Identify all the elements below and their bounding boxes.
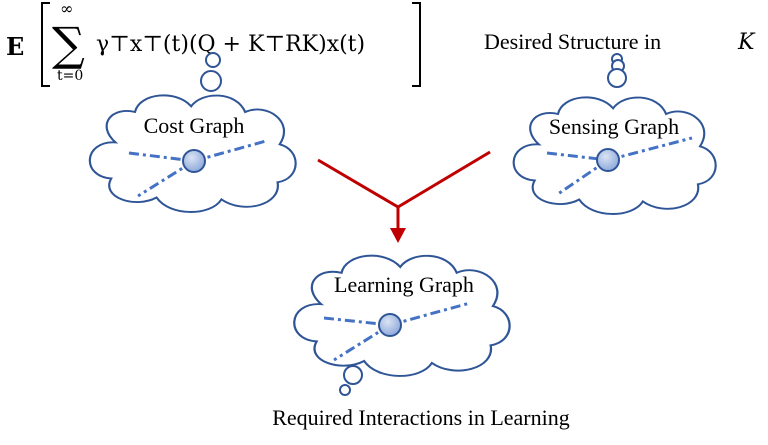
cost-graph-label: Cost Graph bbox=[144, 113, 245, 138]
left-bracket-icon bbox=[41, 2, 50, 87]
cost-graph-cloud: Cost Graph bbox=[88, 52, 297, 214]
desired-structure-label: Desired Structure in K bbox=[484, 29, 756, 55]
expectation-operator: E bbox=[6, 32, 24, 61]
sensing-graph-label: Sensing Graph bbox=[549, 114, 679, 139]
graph-edge bbox=[389, 301, 471, 327]
thought-bubble-small bbox=[339, 384, 351, 396]
graph-edge bbox=[193, 139, 267, 163]
summation-icon: ∑ bbox=[52, 17, 85, 71]
thought-bubble-large bbox=[343, 365, 363, 385]
sensing-graph-cloud: Sensing Graph bbox=[512, 53, 717, 216]
sum-upper-limit: ∞ bbox=[60, 0, 73, 18]
graph-node bbox=[378, 313, 402, 337]
arrow-branch-left bbox=[317, 158, 399, 209]
learning-graph-label: Learning Graph bbox=[334, 272, 474, 297]
graph-edge bbox=[607, 136, 693, 162]
sum-lower-limit: t=0 bbox=[57, 68, 83, 84]
thought-bubble-large bbox=[607, 68, 627, 88]
arrow-head-icon bbox=[390, 228, 406, 243]
objective-expression: γ⊤x⊤(t)(Q + K⊤RK)x(t) bbox=[96, 32, 365, 57]
merge-arrow bbox=[317, 150, 491, 243]
desired-structure-symbol: K bbox=[737, 30, 756, 55]
graph-node bbox=[596, 148, 620, 172]
thought-bubble-large bbox=[200, 70, 222, 92]
desired-structure-text: Desired Structure in bbox=[484, 29, 661, 54]
learning-graph-cloud: Learning Graph bbox=[293, 254, 511, 396]
objective-formula: E ∞ ∑ t=0 γ⊤x⊤(t)(Q + K⊤RK)x(t) bbox=[6, 0, 421, 87]
graph-edge bbox=[557, 158, 609, 196]
arrow-branch-right bbox=[397, 150, 491, 209]
right-bracket-icon bbox=[412, 2, 421, 87]
required-interactions-caption: Required Interactions in Learning bbox=[272, 405, 570, 430]
graph-node bbox=[182, 149, 206, 173]
thought-bubble-small bbox=[205, 52, 221, 68]
